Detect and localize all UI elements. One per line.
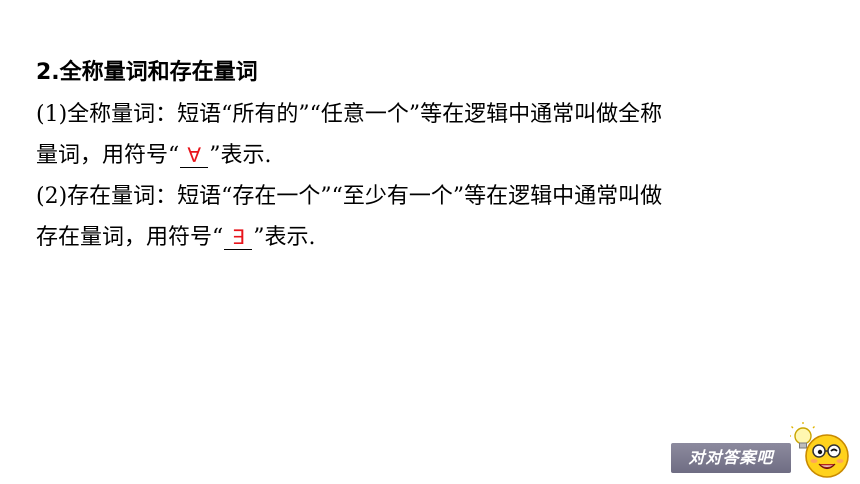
universal-text-before: 量词，用符号“ [36, 143, 180, 168]
section-heading: 2.全称量词和存在量词 [36, 60, 258, 85]
existential-symbol-answer: ∃ [224, 225, 253, 250]
universal-symbol-answer: ∀ [180, 143, 209, 168]
universal-quantifier-line-1: (1)全称量词：短语“所有的”“任意一个”等在逻辑中通常叫做全称 [36, 102, 663, 127]
check-answers-button[interactable]: 对对答案吧 [671, 443, 791, 473]
existential-quantifier-line-2: 存在量词，用符号“∃”表示. [36, 217, 826, 258]
existential-text-before: 存在量词，用符号“ [36, 225, 224, 250]
lightbulb-icon [790, 422, 815, 449]
existential-text-after: ”表示. [253, 225, 316, 250]
universal-text-after: ”表示. [209, 143, 272, 168]
check-answers-label: 对对答案吧 [688, 448, 774, 467]
universal-quantifier-line-2: 量词，用符号“∀”表示. [36, 135, 826, 176]
smiley-face-lightbulb-icon[interactable] [790, 422, 852, 480]
existential-quantifier-line-1: (2)存在量词：短语“存在一个”“至少有一个”等在逻辑中通常叫做 [36, 184, 663, 209]
content-area: 2.全称量词和存在量词 (1)全称量词：短语“所有的”“任意一个”等在逻辑中通常… [36, 52, 826, 258]
